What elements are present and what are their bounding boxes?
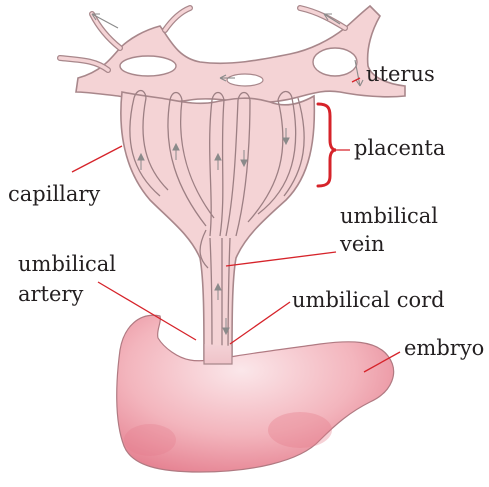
umbilical-vein-label-line2: vein <box>340 232 385 256</box>
uterus-label: uterus <box>366 62 435 86</box>
cord-base <box>204 344 232 364</box>
uterus-lumen <box>313 48 357 76</box>
umbilical-cord-label: umbilical cord <box>292 288 445 312</box>
vein-leader <box>226 252 336 266</box>
umbilical-artery-label-line2: artery <box>18 282 83 306</box>
embryo-label: embryo <box>404 336 484 360</box>
uterus-lumen <box>120 56 176 76</box>
uterus-tissue <box>76 6 405 102</box>
placenta-label: placenta <box>354 136 445 160</box>
umbilical-vein-label-line1: umbilical <box>340 204 438 228</box>
embryo-shape <box>117 315 394 472</box>
capillary-label: capillary <box>8 182 100 206</box>
embryo-shade <box>124 424 176 456</box>
uterus-wall <box>60 6 405 102</box>
umbilical-artery-label-line1: umbilical <box>18 252 116 276</box>
placenta-bracket <box>318 104 336 186</box>
uterus-lumen <box>227 74 263 86</box>
capillary-leader <box>72 146 122 172</box>
cord-leader <box>230 302 290 344</box>
embryo-shade <box>268 412 332 448</box>
